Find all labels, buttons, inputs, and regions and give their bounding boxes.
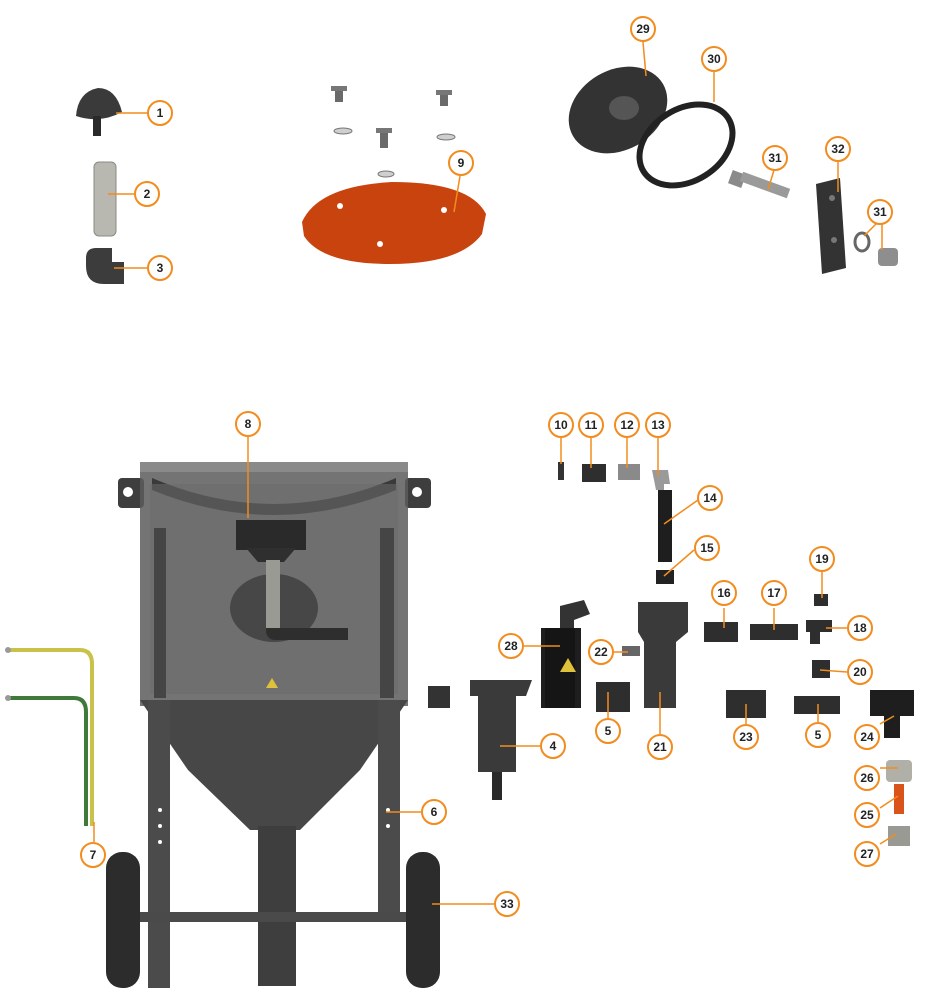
callout-31-nut: 31 xyxy=(867,199,893,225)
callout-12: 12 xyxy=(614,412,640,438)
callout-19: 19 xyxy=(809,546,835,572)
callout-5-left: 5 xyxy=(595,718,621,744)
part-9-lid-and-bolts xyxy=(302,86,486,264)
callout-25: 25 xyxy=(854,802,880,828)
callout-10: 10 xyxy=(548,412,574,438)
callout-5-right: 5 xyxy=(805,722,831,748)
part-7-hoses xyxy=(5,647,94,826)
callout-30: 30 xyxy=(701,46,727,72)
part-29-cover-plate xyxy=(568,66,668,154)
callout-1: 1 xyxy=(147,100,173,126)
part-31-nut-washer xyxy=(853,231,898,266)
part-33-wheels xyxy=(106,852,440,988)
callout-32: 32 xyxy=(825,136,851,162)
plumbing-fittings xyxy=(428,462,914,846)
callout-11: 11 xyxy=(578,412,604,438)
callout-17: 17 xyxy=(761,580,787,606)
part-3-elbow xyxy=(86,248,124,284)
callout-24: 24 xyxy=(854,724,880,750)
callout-3: 3 xyxy=(147,255,173,281)
callout-14: 14 xyxy=(697,485,723,511)
callout-6: 6 xyxy=(421,799,447,825)
callout-8: 8 xyxy=(235,411,261,437)
callout-22: 22 xyxy=(588,639,614,665)
callout-31-bolt: 31 xyxy=(762,145,788,171)
callout-7: 7 xyxy=(80,842,106,868)
callout-28: 28 xyxy=(498,633,524,659)
part-30-gasket-ring xyxy=(636,101,736,189)
callout-27: 27 xyxy=(854,841,880,867)
leader-lines xyxy=(93,41,899,905)
callout-29: 29 xyxy=(630,16,656,42)
callout-26: 26 xyxy=(854,765,880,791)
callout-21: 21 xyxy=(647,734,673,760)
part-31-bolt xyxy=(728,170,791,199)
pressure-pot-body xyxy=(118,462,431,988)
part-32-clamp-bar xyxy=(816,178,846,274)
callout-15: 15 xyxy=(694,535,720,561)
callout-13: 13 xyxy=(645,412,671,438)
callout-33: 33 xyxy=(494,891,520,917)
callout-9: 9 xyxy=(448,150,474,176)
callout-2: 2 xyxy=(134,181,160,207)
callout-4: 4 xyxy=(540,733,566,759)
part-2-pipe-nipple xyxy=(93,161,117,237)
callout-18: 18 xyxy=(847,615,873,641)
callout-20: 20 xyxy=(847,659,873,685)
part-1-handle-knob xyxy=(76,88,122,136)
callout-16: 16 xyxy=(711,580,737,606)
callout-23: 23 xyxy=(733,724,759,750)
